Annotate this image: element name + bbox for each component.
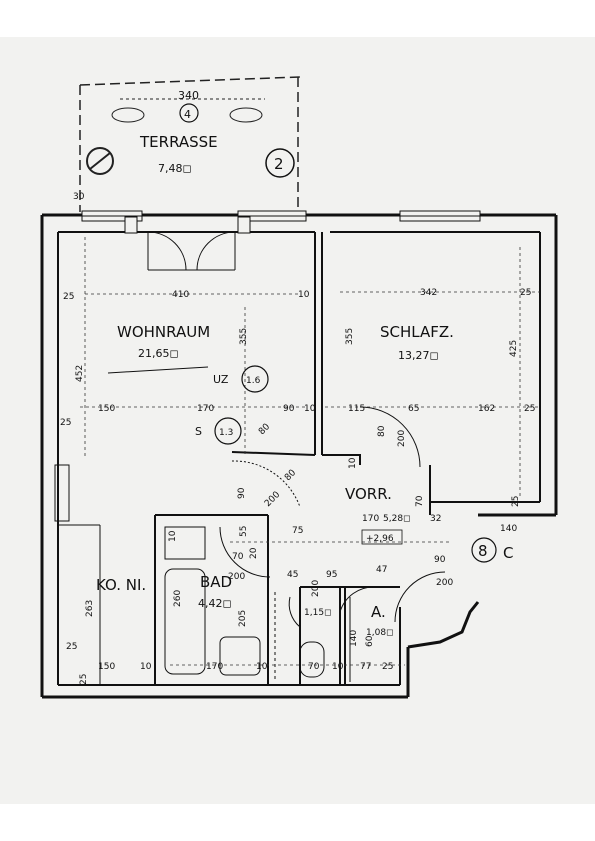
- terrasse-area: 7,48◻: [158, 162, 192, 175]
- dimension-d65: 65: [408, 404, 419, 414]
- a-area: 1,08◻: [366, 628, 394, 638]
- dimension-d115: 115: [348, 404, 365, 414]
- terrasse-marker-4: 4: [184, 108, 191, 121]
- door-swings: [147, 231, 446, 628]
- vorr-area: 5,28◻: [383, 514, 411, 524]
- floor-plan-sheet: TERRASSE 7,48◻ 340 4 2 WOHNRAUM 21,65◻ U…: [0, 37, 595, 804]
- dimension-d90: 90: [283, 404, 295, 414]
- s-circle: [214, 417, 242, 445]
- dimension-d25d: 25: [524, 404, 535, 414]
- bad-area: 4,42◻: [198, 597, 232, 610]
- wohnraum-label: WOHNRAUM: [117, 323, 210, 341]
- dimension-d140b: 140: [349, 630, 359, 647]
- dimension-d342: 342: [420, 288, 437, 298]
- dimension-d355b: 355: [345, 328, 355, 345]
- dimension-d425: 425: [509, 340, 519, 357]
- dimension-d10c: 10: [348, 457, 358, 469]
- dimension-d10a: 10: [298, 290, 310, 300]
- dimension-d45: 45: [287, 570, 298, 580]
- dimension-d80b: 80: [257, 422, 272, 437]
- dimension-d140: 140: [500, 524, 517, 534]
- dimension-d55: 55: [239, 526, 249, 537]
- terrasse-marker-circle: [179, 103, 199, 123]
- dimension-d10d: 10: [140, 662, 152, 672]
- dimension-d25e: 25: [511, 496, 521, 507]
- dimension-d25b: 25: [63, 292, 74, 302]
- dimension-d200b: 200: [263, 490, 282, 509]
- dimension-d75: 75: [292, 526, 303, 536]
- inner-walls: [57, 231, 541, 686]
- dimension-d200a: 200: [397, 430, 407, 447]
- dimension-d355a: 355: [239, 328, 249, 345]
- dimension-d25g: 25: [382, 662, 393, 672]
- fixtures: [54, 464, 351, 685]
- dimension-d150b: 150: [98, 662, 115, 672]
- dimension-d200d: 200: [311, 580, 321, 597]
- dimension-d25h: 25: [79, 674, 89, 685]
- vorr-label: VORR.: [345, 485, 392, 503]
- dimension-d170b: 170: [206, 662, 223, 672]
- dimension-d95: 95: [326, 570, 337, 580]
- schlafz-area: 13,27◻: [398, 349, 439, 362]
- dimension-lines: [80, 237, 540, 666]
- dimension-d260: 260: [173, 590, 183, 607]
- dimension-d70b: 70: [232, 552, 244, 562]
- terrasse-width: 340: [178, 89, 199, 102]
- a-label: A.: [371, 603, 386, 621]
- dimension-d10f: 10: [332, 662, 344, 672]
- uz-value: 1.6: [246, 376, 261, 386]
- dimension-d263: 263: [85, 600, 95, 617]
- dimension-d80a: 80: [377, 425, 387, 437]
- dimension-d90c: 90: [434, 555, 446, 565]
- dimension-d170: 170: [197, 404, 214, 414]
- dimension-d20a: 20: [249, 547, 259, 559]
- dimension-d47: 47: [376, 565, 387, 575]
- floor-plan-diagram: TERRASSE 7,48◻ 340 4 2 WOHNRAUM 21,65◻ U…: [40, 76, 558, 699]
- wc-area: 1,15◻: [304, 608, 332, 618]
- terrasse-marker-2: 2: [274, 155, 284, 173]
- terrace-outline: [79, 76, 301, 212]
- dimension-d32: 32: [430, 514, 441, 524]
- wohnraum-area: 21,65◻: [138, 347, 179, 360]
- terrasse-marker2-circle: [265, 148, 295, 178]
- dimension-labels: 410 10 342 25 25 30 25 452 355 355 425 1…: [60, 192, 535, 685]
- dimension-d200c: 200: [228, 572, 245, 582]
- dimension-d200e: 200: [436, 578, 453, 588]
- wohnraum-underline: [107, 366, 209, 374]
- uz-circle: [241, 365, 269, 393]
- s-label: S: [195, 425, 202, 438]
- dimension-d25c: 25: [60, 418, 71, 428]
- bad-label: BAD: [200, 573, 232, 591]
- dimension-d150: 150: [98, 404, 115, 414]
- dimension-d70a: 70: [415, 495, 425, 507]
- schlafz-label: SCHLAFZ.: [380, 323, 454, 341]
- entry-marker: 8: [478, 542, 488, 560]
- dimension-d70c: 70: [308, 662, 320, 672]
- uz-label: UZ: [213, 373, 229, 386]
- dimension-d25f: 25: [66, 642, 77, 652]
- vorr-extra-box: [361, 529, 403, 545]
- dimension-d1705: 170: [362, 514, 379, 524]
- dimension-d10b: 10: [304, 404, 316, 414]
- s-value: 1.3: [219, 428, 233, 438]
- dimension-d162: 162: [478, 404, 495, 414]
- dimension-d452: 452: [75, 365, 85, 382]
- dimension-d60a: 60: [365, 635, 375, 647]
- windows: [81, 210, 481, 234]
- koni-label: KO. NI.: [96, 576, 146, 594]
- entry-marker-circle: [471, 537, 497, 563]
- vorr-extra: +2,96: [366, 534, 394, 544]
- dimension-d77: 77: [360, 662, 371, 672]
- dimension-d90b: 90: [237, 487, 247, 499]
- dimension-d410: 410: [172, 290, 189, 300]
- terrasse-label: TERRASSE: [139, 133, 218, 151]
- dimension-d30: 30: [73, 192, 85, 202]
- dimension-d25a: 25: [520, 288, 531, 298]
- dimension-d205: 205: [238, 610, 248, 627]
- dimension-d80c: 80: [283, 468, 298, 483]
- dimension-d10e: 10: [256, 662, 268, 672]
- entry-letter: C: [503, 544, 513, 562]
- dimension-d10g: 10: [168, 530, 178, 542]
